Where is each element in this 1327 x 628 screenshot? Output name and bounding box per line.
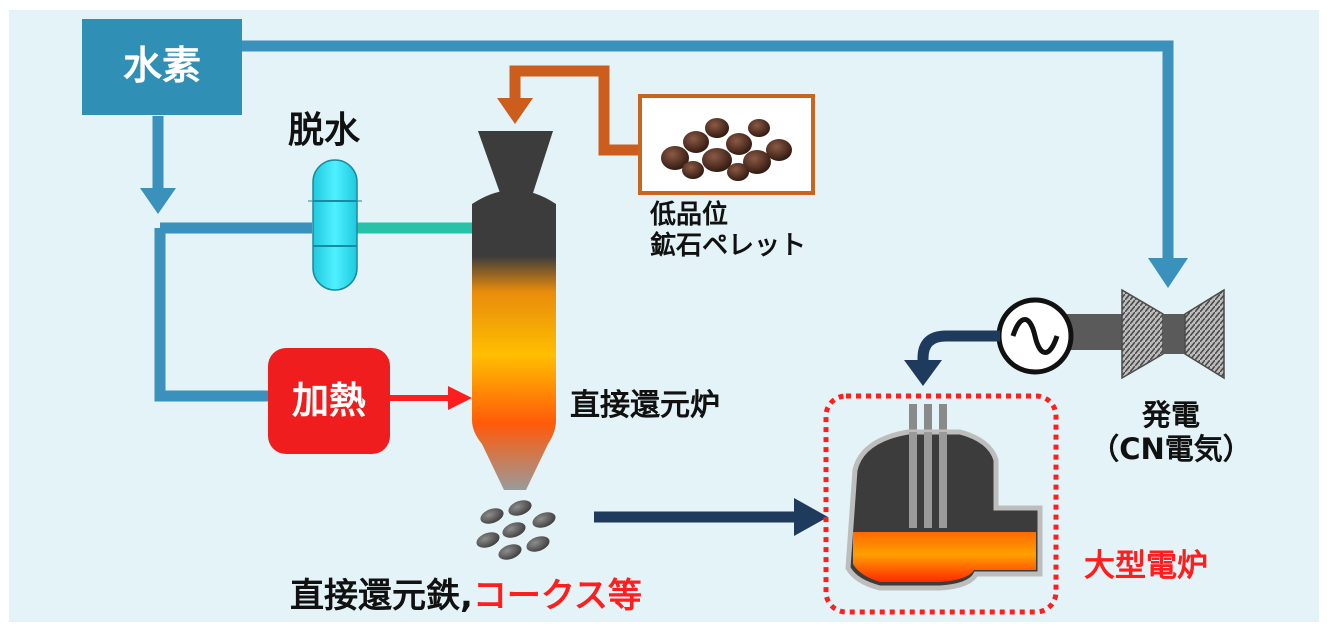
eaf-highlight-frame	[823, 393, 1059, 615]
ac-generator-icon	[996, 297, 1074, 375]
product-label: 直接還元鉄,コークス等	[290, 576, 642, 616]
pellet-label: 低品位 鉱石ペレット	[650, 200, 806, 261]
hydrogen-label: 水素	[122, 43, 201, 89]
generator-turbine	[1062, 288, 1225, 380]
hydrogen-to-generator-pipe	[240, 40, 1174, 262]
dehydration-label: 脱水	[288, 110, 361, 151]
heat-arrow-head	[448, 386, 472, 410]
product-label-highlight: コークス等	[472, 576, 642, 616]
power-to-eaf-arrow-head	[904, 360, 942, 386]
power-generation-label: 発電 （CN電気）	[1086, 398, 1256, 466]
product-to-eaf-arrow-head	[794, 498, 828, 536]
power-label-line1: 発電	[1141, 398, 1200, 432]
pellet-image	[638, 94, 815, 195]
heating-label: 加熱	[292, 379, 366, 423]
shaft-furnace	[472, 131, 556, 490]
arrow-pellet-into-hopper	[497, 98, 533, 124]
product-label-main: 直接還元鉄,	[290, 576, 473, 616]
hydrogen-source-box: 水素	[82, 19, 242, 115]
pellet-label-line1: 低品位	[650, 200, 729, 230]
pellet-label-line2: 鉱石ペレット	[650, 230, 807, 261]
eaf-label: 大型電炉	[1084, 548, 1208, 584]
arrow-into-generator	[1148, 258, 1188, 288]
electric-arc-furnace	[845, 404, 1043, 591]
hydrogen-recycle-loop	[152, 116, 312, 402]
direct-reduced-iron-pellets	[476, 500, 556, 560]
power-label-line2: （CN電気）	[1090, 432, 1252, 467]
power-to-eaf-line	[917, 330, 1000, 362]
heater-box: 加熱	[268, 348, 390, 454]
arrow-hydrogen-down	[140, 188, 176, 214]
dehydrator-unit	[308, 159, 362, 291]
pellet-feed-pipe	[509, 65, 640, 156]
shaft-furnace-label: 直接還元炉	[570, 388, 720, 423]
